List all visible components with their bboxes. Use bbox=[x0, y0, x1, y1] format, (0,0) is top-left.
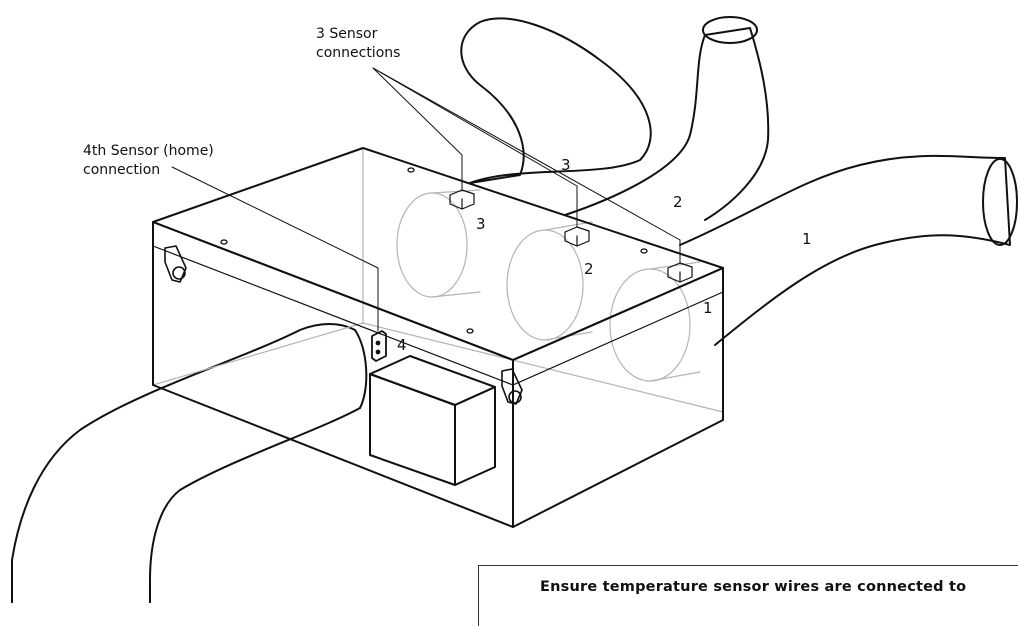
box-right-face bbox=[512, 267, 724, 528]
box-lid-seam-right bbox=[512, 291, 724, 386]
number-port-1: 1 bbox=[703, 299, 713, 317]
leader-lines bbox=[171, 67, 681, 332]
duct-left-opening bbox=[354, 329, 368, 409]
label-3-sensor-line2: connections bbox=[316, 45, 400, 61]
hvac-box-diagram: 3 Sensor connections 4th Sensor (home) c… bbox=[11, 16, 1018, 604]
label-4th-sensor-line2: connection bbox=[83, 162, 160, 178]
duct-top-left bbox=[460, 17, 652, 184]
label-3-sensor-line1: 3 Sensor bbox=[316, 26, 378, 42]
number-port-3: 3 bbox=[476, 215, 486, 233]
duct-left bbox=[11, 323, 356, 604]
sensor-connector-4 bbox=[371, 330, 387, 362]
duct-right bbox=[679, 154, 1011, 346]
screw-holes bbox=[220, 167, 648, 334]
number-port-2: 2 bbox=[584, 260, 594, 278]
electrical-box-front bbox=[369, 373, 456, 486]
duct-top-middle-opening bbox=[702, 16, 758, 44]
latch-left bbox=[164, 245, 187, 283]
electrical-box-top bbox=[369, 355, 496, 406]
internal-collars bbox=[396, 189, 701, 382]
number-duct-right-1: 1 bbox=[802, 230, 812, 248]
label-4th-sensor-line1: 4th Sensor (home) bbox=[83, 143, 214, 159]
number-duct-top-2: 2 bbox=[673, 193, 683, 211]
sensor-connector-2 bbox=[564, 226, 590, 247]
number-sensor-4: 4 bbox=[397, 336, 407, 354]
duct-right-opening bbox=[982, 158, 1018, 246]
sensor-connector-3 bbox=[449, 189, 475, 210]
latch-right bbox=[501, 368, 523, 405]
duct-left-lower bbox=[149, 407, 361, 604]
electrical-box-side bbox=[454, 386, 496, 486]
diagram-stage: 3 Sensor connections 4th Sensor (home) c… bbox=[11, 16, 1018, 604]
note-text: Ensure temperature sensor wires are conn… bbox=[540, 579, 967, 595]
number-duct-top-3: 3 bbox=[561, 156, 571, 174]
note-box bbox=[478, 565, 1018, 626]
box-lid-seam bbox=[152, 245, 514, 386]
